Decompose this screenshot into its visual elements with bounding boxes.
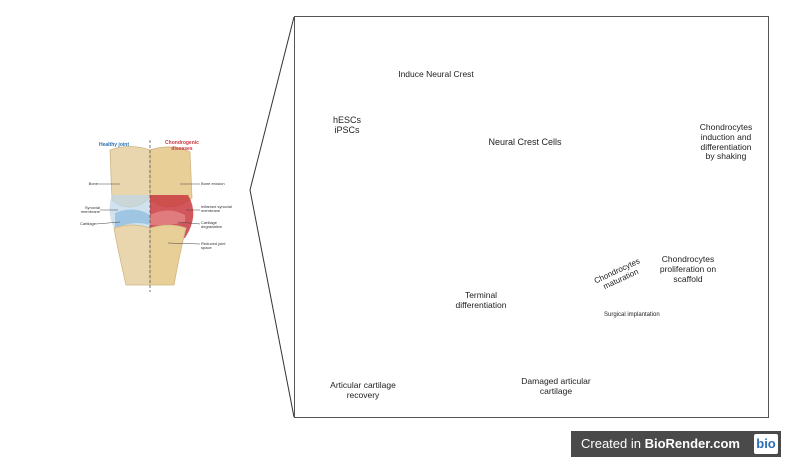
label-damaged-cartilage: Damaged articular cartilage (521, 376, 591, 396)
label-cartilage-degradation: Cartilage degradation (201, 220, 223, 230)
label-hescs-ipscs: hESCs iPSCs (332, 115, 361, 136)
process-panel (294, 16, 769, 418)
label-chondro-proliferation: Chondrocytes proliferation on scaffold (659, 254, 717, 284)
healthy-joint-title: Healthy joint (98, 142, 129, 148)
label-bone: Bone (88, 181, 98, 186)
biorender-logo-icon: bio (754, 434, 778, 454)
label-chondro-induction: Chondrocytes induction and differentiati… (699, 122, 753, 162)
zoom-line-top (249, 16, 295, 191)
label-bone-erosion: Bone erosion (201, 181, 225, 186)
label-cartilage: Cartilage (79, 221, 96, 226)
label-cartilage-recovery: Articular cartilage recovery (330, 380, 396, 400)
biorender-badge[interactable]: Created in BioRender.com bio (571, 431, 781, 457)
overview-joint-illustration (95, 140, 201, 292)
chondrogenic-title: Chondrogenic diseases (165, 140, 199, 152)
zoom-line-bottom (249, 189, 295, 418)
label-induce-neural-crest: Induce Neural Crest (398, 69, 474, 79)
label-terminal-differentiation: Terminal differentiation (455, 290, 507, 310)
label-inflamed-synovial: Inflamed synovial membrane (201, 204, 232, 214)
label-synovial: Synovial membrane (80, 205, 100, 215)
label-reduced-joint-space: Reduced joint space (201, 241, 226, 251)
label-neural-crest-cells: Neural Crest Cells (488, 137, 562, 147)
badge-text: Created in BioRender.com (581, 436, 740, 451)
label-surgical-implantation: Surgical implantation (604, 312, 660, 318)
